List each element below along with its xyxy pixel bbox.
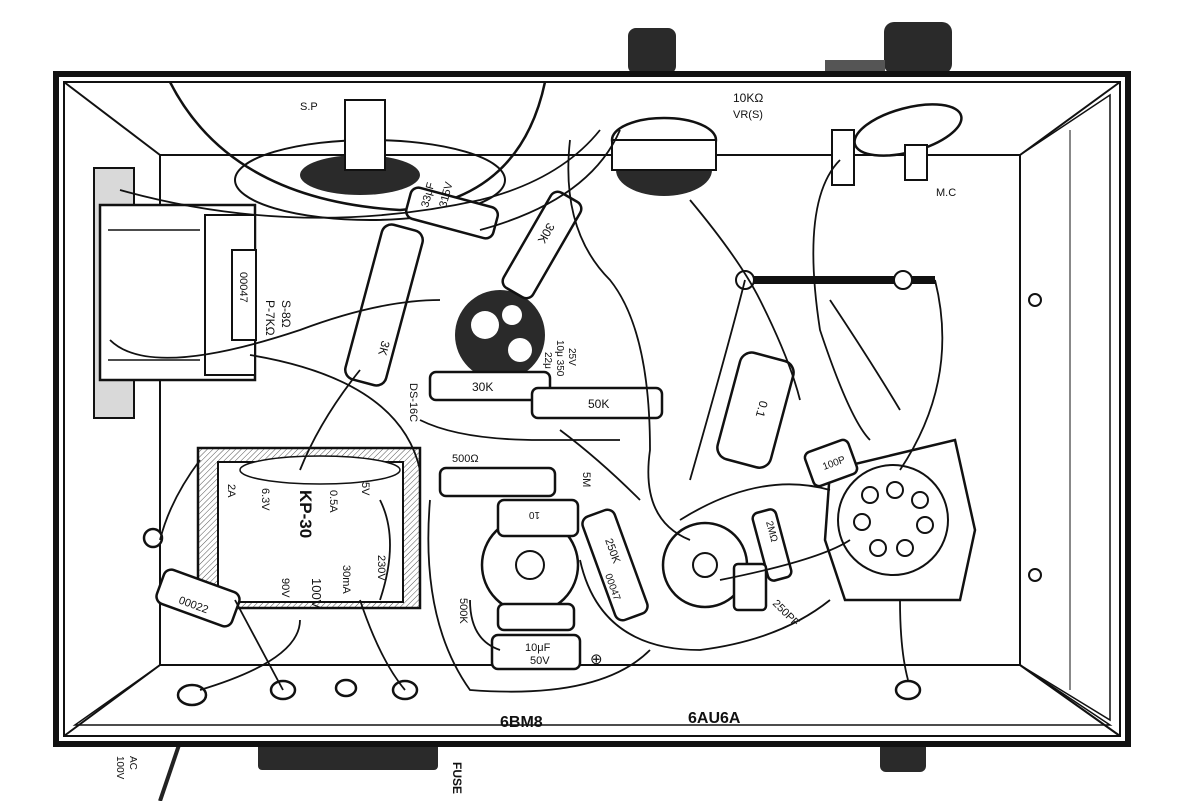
resistor-10: [496, 498, 580, 538]
label-cap-50v: 50V: [530, 655, 550, 667]
label-pt-63v: 6.3V: [259, 488, 271, 511]
label-diode: DS-16C: [407, 383, 419, 422]
label-tube-6au6a: 6AU6A: [688, 710, 741, 727]
label-pt-05a: 0.5A: [327, 490, 339, 513]
label-res-3k: 3K: [375, 339, 392, 357]
output-transformer: [93, 167, 257, 419]
resistor-500ohm: [438, 466, 557, 498]
label-pt-100v: 100V: [309, 578, 324, 609]
label-pt-230v: 230V: [375, 555, 387, 581]
wires: [109, 129, 944, 693]
label-xf-secondary: S-8Ω: [279, 300, 293, 328]
front-knobs: [628, 22, 952, 74]
label-vr-name: VR(S): [733, 109, 763, 121]
label-pt-5v: 5V: [359, 482, 371, 496]
cap-00047-b: [581, 508, 649, 622]
speaker-magnet: [300, 155, 420, 195]
label-res-5m: 5M: [580, 472, 592, 487]
label-mc: M.C: [936, 187, 956, 199]
volume-potentiometer: [610, 116, 718, 196]
large-tube-socket: [823, 438, 977, 602]
resistor-30k-mid: [428, 370, 552, 402]
label-xf-primary: P-7KΩ: [263, 300, 277, 336]
label-cap-00047-a: 00047: [237, 272, 249, 303]
cap-100p: [803, 438, 859, 488]
label-tube-6bm8: 6BM8: [500, 714, 543, 731]
label-cap-10uf-350: 10μ 350: [554, 340, 565, 377]
rectifier-socket: [455, 290, 545, 380]
label-ac-voltage: 100V: [114, 756, 125, 780]
cap-10uf: [490, 633, 582, 671]
resistor-2m: [751, 508, 793, 582]
label-res-500k: 500K: [457, 598, 469, 624]
resistor-50k: [530, 386, 664, 420]
label-res-10: 10: [528, 509, 540, 520]
label-plus: ⊕: [590, 651, 603, 668]
label-res-2m: 2MΩ: [763, 520, 779, 544]
label-vr-value: 10KΩ: [733, 91, 763, 105]
cap-00022: [155, 568, 241, 628]
resistor-500k: [496, 602, 576, 632]
label-ac: AC: [127, 756, 138, 770]
label-pt-name: KP-30: [296, 490, 315, 538]
power-transformer: [196, 446, 422, 610]
label-pt-30ma: 30mA: [340, 565, 352, 594]
bottom-knob: [880, 742, 926, 772]
label-cap-01: 0.1: [753, 399, 771, 419]
label-fuse: FUSE: [450, 762, 464, 794]
speaker-terminal: [344, 99, 386, 171]
fuse-holder: [258, 742, 438, 770]
label-pt-90v: 90V: [279, 578, 291, 598]
label-res-50k: 50K: [588, 397, 609, 411]
label-pt-2a: 2A: [225, 484, 237, 498]
label-sp: S.P: [300, 101, 318, 113]
label-cap-10uf: 10μF: [525, 642, 551, 654]
label-cap-25v: 25V: [566, 348, 577, 366]
label-cap-22uf: 22μ: [542, 352, 553, 369]
label-res-500ohm: 500Ω: [452, 453, 479, 465]
speaker-opening: [168, 81, 547, 212]
ac-cord: [158, 741, 182, 801]
mic-connector: [831, 103, 963, 186]
cap-01: [716, 351, 795, 469]
label-res-30k-mid: 30K: [472, 380, 493, 394]
